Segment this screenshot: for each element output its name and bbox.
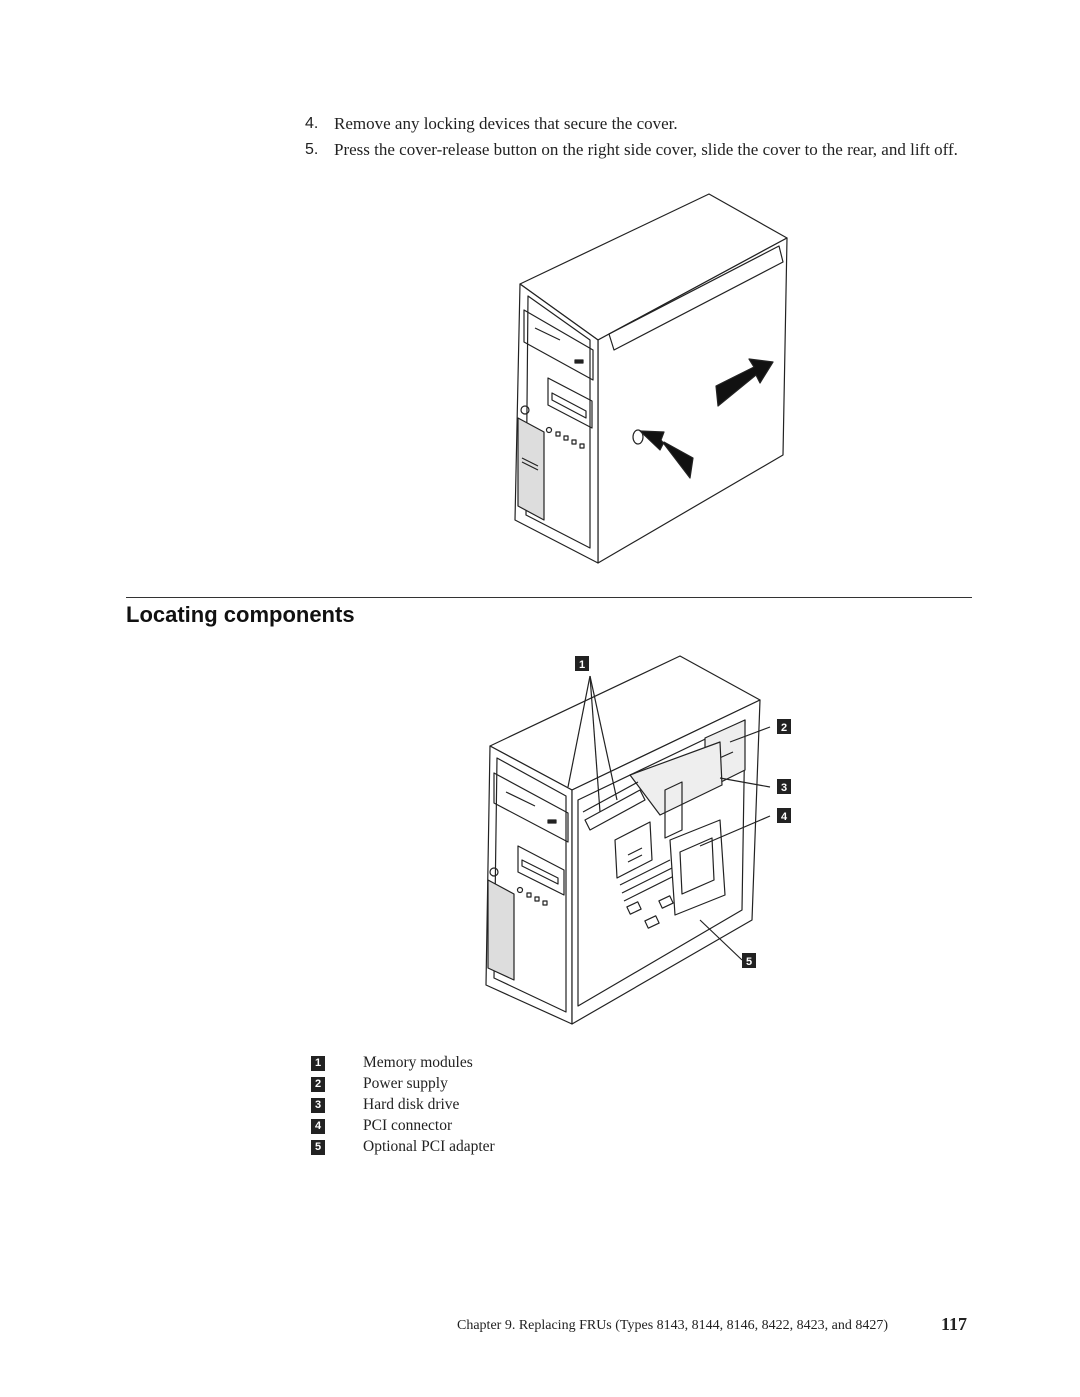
legend-label: Memory modules	[363, 1054, 473, 1071]
components-figure	[485, 655, 771, 1025]
cover-removal-figure	[514, 193, 788, 564]
legend-key: 2	[311, 1077, 325, 1092]
legend-label: PCI connector	[363, 1117, 453, 1134]
legend-label: Optional PCI adapter	[363, 1138, 495, 1155]
legend-key: 5	[311, 1140, 325, 1155]
section-title: Locating components	[126, 602, 355, 627]
callout-3-label: 3	[781, 782, 787, 794]
callout-4: 4	[777, 808, 791, 823]
callout-2: 2	[777, 719, 791, 734]
legend-key: 1	[311, 1056, 325, 1071]
legend-label: Power supply	[363, 1075, 448, 1092]
page-number: 117	[941, 1314, 968, 1334]
callout-2-label: 2	[781, 722, 787, 734]
step-number: 5.	[305, 141, 319, 158]
step-text: Press the cover-release button on the ri…	[334, 140, 958, 159]
callout-5-label: 5	[746, 956, 752, 968]
callout-5: 5	[742, 953, 756, 968]
step-number: 4.	[305, 115, 319, 132]
callout-4-label: 4	[781, 811, 788, 823]
legend-key: 4	[311, 1119, 325, 1134]
callout-1: 1	[575, 656, 589, 671]
callout-1-label: 1	[579, 659, 585, 671]
legend-key: 3	[311, 1098, 325, 1113]
section-divider	[126, 597, 972, 598]
step-text: Remove any locking devices that secure t…	[334, 114, 678, 133]
callout-3: 3	[777, 779, 791, 794]
page-footer: Chapter 9. Replacing FRUs (Types 8143, 8…	[457, 1318, 889, 1333]
legend-label: Hard disk drive	[363, 1096, 460, 1113]
